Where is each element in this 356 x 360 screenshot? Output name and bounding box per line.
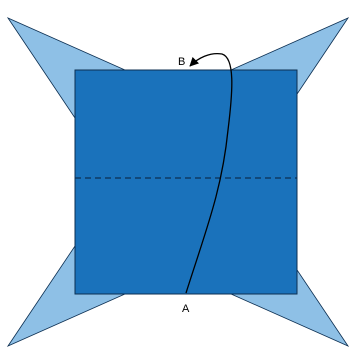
main-square — [74, 69, 298, 295]
point-a-label: A — [182, 303, 190, 315]
point-b-label: B — [178, 56, 185, 68]
curved-arrow-path — [185, 52, 233, 294]
